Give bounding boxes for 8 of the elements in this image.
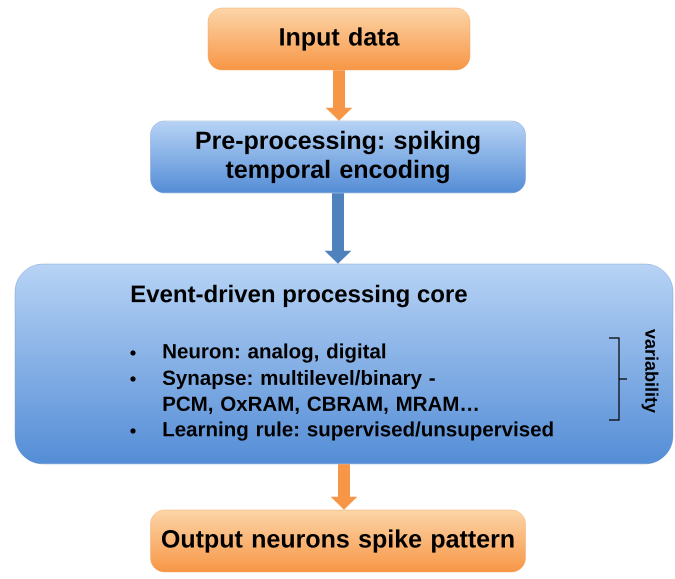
- heading: Event-driven processing core: [132, 284, 467, 308]
- bullet-item: Neuron: analog, digital: [164, 343, 386, 363]
- process-box: Input data: [208, 8, 470, 70]
- process-box: Output neurons spike pattern: [150, 510, 526, 572]
- bullet-item: Learning rule: supervised/unsupervised: [164, 421, 553, 441]
- process-box: Pre-processing: spiking temporal encoding: [150, 120, 526, 194]
- bullet-item: Synapse: multilevel/binary -PCM, OxRAM, CBRAM, MRAM…: [162, 370, 478, 414]
- side-label: variability: [642, 329, 658, 413]
